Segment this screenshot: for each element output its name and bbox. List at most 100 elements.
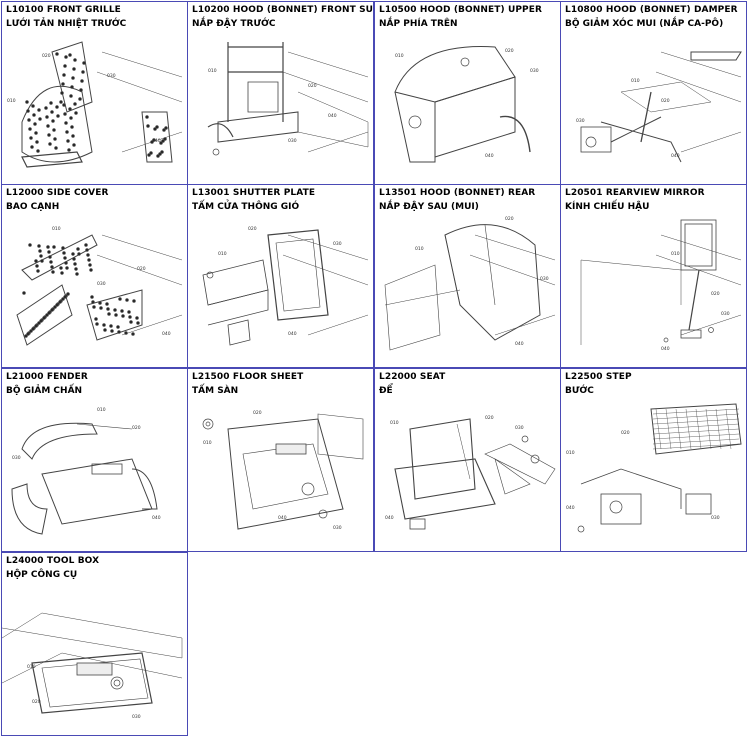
svg-text:040: 040 xyxy=(162,331,171,337)
svg-text:010: 010 xyxy=(203,440,212,446)
section-code-title: L13001 SHUTTER PLATE xyxy=(192,188,316,198)
svg-text:030: 030 xyxy=(721,311,730,317)
svg-text:010: 010 xyxy=(390,420,399,426)
svg-text:010: 010 xyxy=(27,664,36,670)
catalog-section-l21500[interactable]: L21500 FLOOR SHEET TẤM SÀN 010 020 030 040 xyxy=(187,368,374,552)
svg-text:020: 020 xyxy=(661,98,670,104)
section-code-title: L10100 FRONT GRILLE xyxy=(6,5,121,15)
svg-text:030: 030 xyxy=(576,118,585,124)
svg-text:010: 010 xyxy=(97,407,106,413)
svg-text:030: 030 xyxy=(333,241,342,247)
section-vietnamese-title: LƯỚI TẢN NHIỆT TRƯỚC xyxy=(6,19,127,29)
svg-text:040: 040 xyxy=(671,153,680,159)
svg-text:040: 040 xyxy=(515,341,524,347)
shutter-plate-diagram-icon: 010 020 030 040 xyxy=(202,226,369,346)
catalog-section-l21000[interactable]: L21000 FENDER BỘ GIẢM CHẤN 010 020 030 040 xyxy=(1,368,188,552)
catalog-section-l10800[interactable]: L10800 HOOD (BONNET) DAMPER BỘ GIẢM XÓC M… xyxy=(560,1,747,185)
section-vietnamese-title: NẮP PHÍA TRÊN xyxy=(379,19,458,29)
svg-text:010: 010 xyxy=(395,53,404,59)
svg-text:040: 040 xyxy=(288,331,297,337)
svg-text:020: 020 xyxy=(137,266,146,272)
svg-text:030: 030 xyxy=(333,525,342,531)
catalog-section-l13501[interactable]: L13501 HOOD (BONNET) REAR NẮP ĐẬY SAU (MU… xyxy=(374,184,561,368)
svg-text:040: 040 xyxy=(385,515,394,521)
svg-text:020: 020 xyxy=(505,48,514,54)
section-vietnamese-title: HỘP CÔNG CỤ xyxy=(6,570,78,580)
svg-text:010: 010 xyxy=(218,251,227,257)
svg-text:010: 010 xyxy=(52,226,61,232)
catalog-section-l24000[interactable]: L24000 TOOL BOX HỘP CÔNG CỤ 010 020 030 xyxy=(1,552,188,736)
svg-text:010: 010 xyxy=(208,68,217,74)
svg-text:040: 040 xyxy=(152,515,161,521)
hood-front-support-diagram-icon: 010 020 030 040 xyxy=(207,42,369,156)
svg-text:020: 020 xyxy=(248,226,257,232)
hood-upper-diagram-icon: 010 020 030 040 xyxy=(394,46,539,163)
section-vietnamese-title: TẤM CỬA THÔNG GIÓ xyxy=(192,202,300,212)
svg-text:020: 020 xyxy=(42,53,51,59)
svg-text:010: 010 xyxy=(671,251,680,257)
section-code-title: L10800 HOOD (BONNET) DAMPER xyxy=(565,5,738,15)
section-vietnamese-title: BƯỚC xyxy=(565,386,594,396)
section-code-title: L12000 SIDE COVER xyxy=(6,188,109,198)
catalog-section-l10200[interactable]: L10200 HOOD (BONNET) FRONT SUPPO NẮP ĐẬY … xyxy=(187,1,374,185)
fender-diagram-icon: 010 020 030 040 xyxy=(11,407,161,535)
svg-text:040: 040 xyxy=(152,138,161,144)
svg-text:030: 030 xyxy=(97,281,106,287)
svg-text:030: 030 xyxy=(711,515,720,521)
svg-text:020: 020 xyxy=(308,83,317,89)
section-vietnamese-title: NẮP ĐẬY TRƯỚC xyxy=(192,19,276,29)
svg-text:010: 010 xyxy=(566,450,575,456)
catalog-section-l13001[interactable]: L13001 SHUTTER PLATE TẤM CỬA THÔNG GIÓ 010… xyxy=(187,184,374,368)
section-vietnamese-title: TẤM SÀN xyxy=(192,386,239,396)
svg-text:030: 030 xyxy=(12,455,21,461)
section-code-title: L24000 TOOL BOX xyxy=(6,556,100,566)
rearview-mirror-diagram-icon: 010 020 030 040 xyxy=(580,219,742,352)
section-code-title: L22000 SEAT xyxy=(379,372,446,382)
svg-text:030: 030 xyxy=(515,425,524,431)
section-vietnamese-title: BỘ GIẢM XÓC MUI (NẮP CA-PÔ) xyxy=(565,19,724,29)
svg-text:040: 040 xyxy=(278,515,287,521)
section-code-title: L20501 REARVIEW MIRROR xyxy=(565,188,705,198)
seat-diagram-icon: 010 020 030 040 xyxy=(385,415,556,530)
svg-text:030: 030 xyxy=(540,276,549,282)
svg-text:030: 030 xyxy=(132,714,141,720)
section-vietnamese-title: BAO CẠNH xyxy=(6,202,60,212)
svg-text:040: 040 xyxy=(566,505,575,511)
svg-text:010: 010 xyxy=(7,98,16,104)
section-vietnamese-title: BỘ GIẢM CHẤN xyxy=(6,386,83,396)
side-cover-diagram-icon: 010 020 030 040 xyxy=(16,226,183,346)
catalog-section-l22000[interactable]: L22000 SEAT ĐỂ 010 020 030 040 xyxy=(374,368,561,552)
catalog-section-l12000[interactable]: L12000 SIDE COVER BAO CẠNH 010 020 030 040 xyxy=(1,184,188,368)
svg-text:030: 030 xyxy=(530,68,539,74)
svg-text:040: 040 xyxy=(485,153,494,159)
svg-text:020: 020 xyxy=(621,430,630,436)
step-diagram-icon: 010 020 030 040 xyxy=(566,403,742,533)
section-code-title: L21500 FLOOR SHEET xyxy=(192,372,304,382)
section-vietnamese-title: ĐỂ xyxy=(379,386,393,396)
svg-text:020: 020 xyxy=(505,216,514,222)
svg-text:020: 020 xyxy=(132,425,141,431)
section-vietnamese-title: NẮP ĐẬY SAU (MUI) xyxy=(379,202,479,212)
svg-text:020: 020 xyxy=(485,415,494,421)
section-code-title: L13501 HOOD (BONNET) REAR xyxy=(379,188,536,198)
svg-text:020: 020 xyxy=(711,291,720,297)
svg-text:040: 040 xyxy=(661,346,670,352)
catalog-section-l10100[interactable]: L10100 FRONT GRILLE LƯỚI TẢN NHIỆT TRƯỚC 0… xyxy=(1,1,188,185)
section-vietnamese-title: KÍNH CHIẾU HẬU xyxy=(565,202,650,212)
section-code-title: L21000 FENDER xyxy=(6,372,88,382)
catalog-section-l10500[interactable]: L10500 HOOD (BONNET) UPPER NẮP PHÍA TRÊN 0… xyxy=(374,1,561,185)
floor-sheet-diagram-icon: 010 020 030 040 xyxy=(202,410,364,531)
svg-text:040: 040 xyxy=(328,113,337,119)
hood-damper-diagram-icon: 010 020 030 040 xyxy=(576,51,742,163)
section-code-title: L10500 HOOD (BONNET) UPPER xyxy=(379,5,543,15)
svg-text:020: 020 xyxy=(32,699,41,705)
svg-text:020: 020 xyxy=(253,410,262,416)
svg-text:010: 010 xyxy=(631,78,640,84)
svg-text:030: 030 xyxy=(288,138,297,144)
section-code-title: L10200 HOOD (BONNET) FRONT SUPPO xyxy=(192,5,374,15)
svg-text:030: 030 xyxy=(107,73,116,79)
